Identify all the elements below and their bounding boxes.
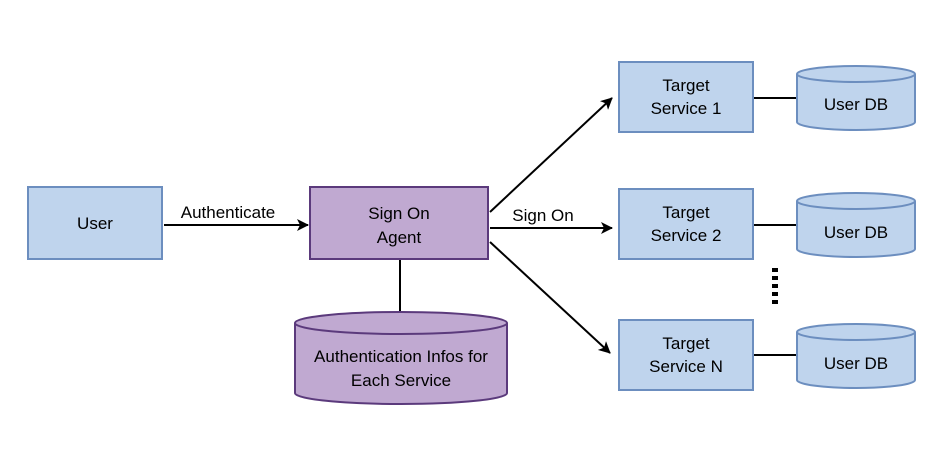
userdb2-label: User DB xyxy=(824,223,888,242)
user-label: User xyxy=(77,214,113,233)
target1-label-line1: Target xyxy=(662,76,710,95)
userdb1-label: User DB xyxy=(824,95,888,114)
targetN-label-line1: Target xyxy=(662,334,710,353)
auth-db-label-line1: Authentication Infos for xyxy=(314,347,488,366)
target1-label-line2: Service 1 xyxy=(651,99,722,118)
user-db-2: User DB xyxy=(796,192,916,258)
more-services-ellipsis xyxy=(772,268,778,304)
target-service-1-node: Target Service 1 xyxy=(618,61,754,133)
authenticate-label: Authenticate xyxy=(181,203,276,222)
sign-on-label: Sign On xyxy=(512,206,573,225)
user-db-n: User DB xyxy=(796,323,916,389)
target2-label-line1: Target xyxy=(662,203,710,222)
user-db-1: User DB xyxy=(796,65,916,131)
auth-infos-db: Authentication Infos for Each Service xyxy=(294,311,508,405)
targetN-label-line2: Service N xyxy=(649,357,723,376)
edge-agent-to-targetN xyxy=(489,241,611,354)
user-node: User xyxy=(27,186,163,260)
target-service-n-node: Target Service N xyxy=(618,319,754,391)
target2-label-line2: Service 2 xyxy=(651,226,722,245)
edge-agent-to-target1 xyxy=(489,97,613,213)
agent-label-line2: Agent xyxy=(377,228,422,247)
agent-label-line1: Sign On xyxy=(368,204,429,223)
sign-on-agent-node: Sign On Agent xyxy=(309,186,489,260)
target-service-2-node: Target Service 2 xyxy=(618,188,754,260)
userdbN-label: User DB xyxy=(824,354,888,373)
auth-db-label-line2: Each Service xyxy=(351,371,451,390)
